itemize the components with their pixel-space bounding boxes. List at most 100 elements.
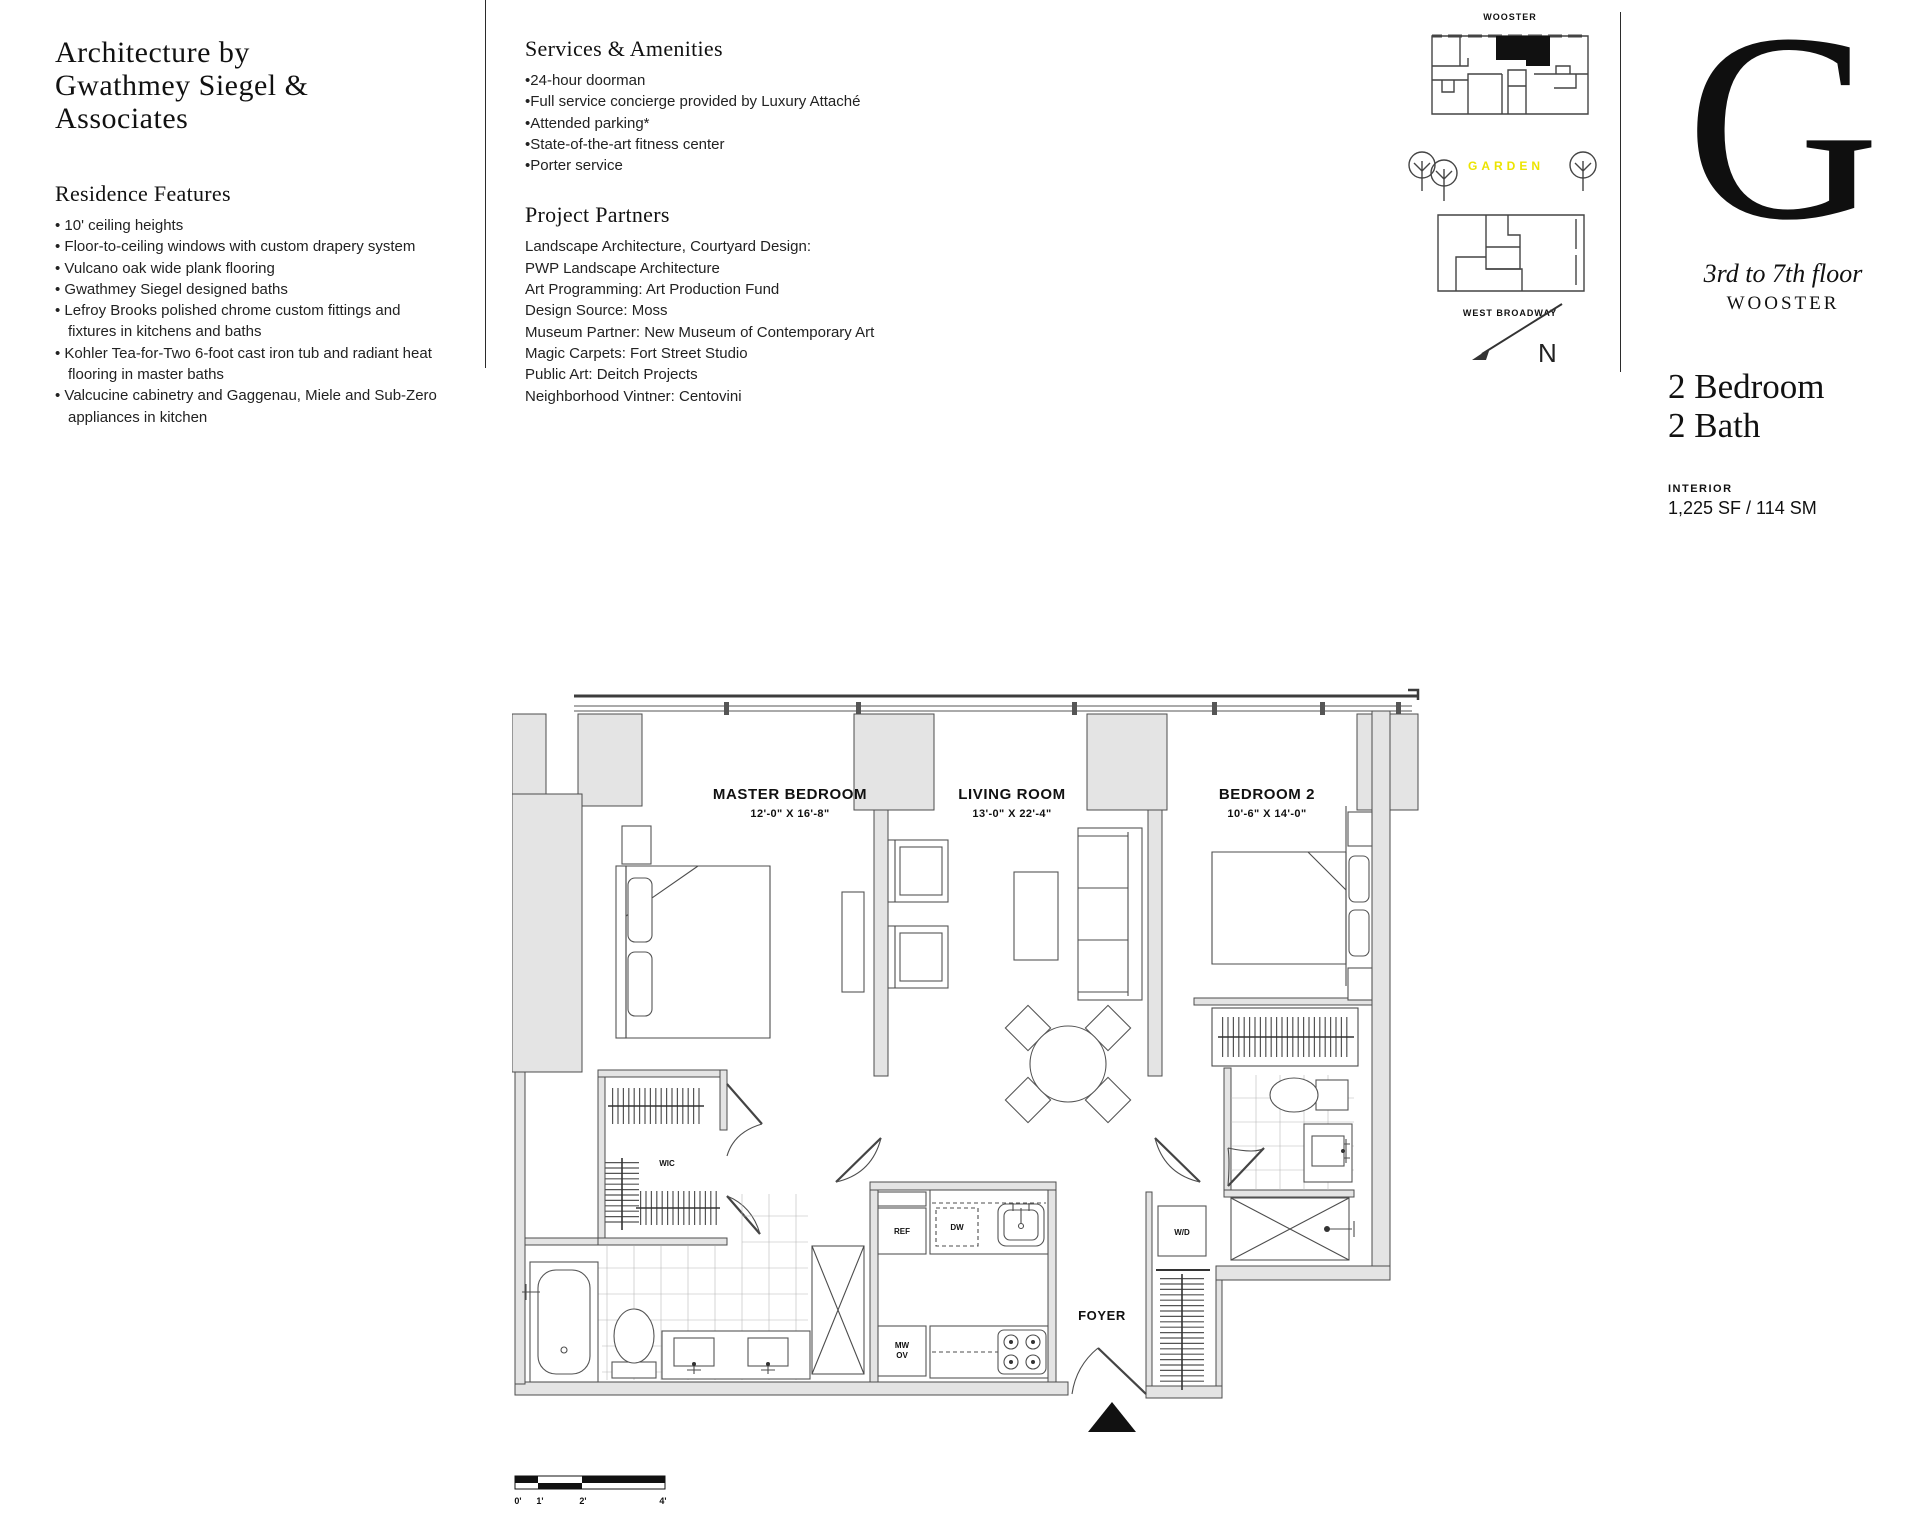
north-arrow-icon: N: [1472, 303, 1563, 368]
window-wall: [574, 688, 1420, 715]
stove-icon: [997, 1329, 1047, 1375]
wic-label: WIC: [659, 1159, 675, 1168]
interior-label: INTERIOR: [1668, 483, 1733, 496]
scale-4: 4': [659, 1496, 666, 1506]
foyer: FOYER: [1071, 1308, 1147, 1432]
svg-text:OV: OV: [896, 1351, 908, 1360]
walk-in-closet: WIC: [605, 1083, 763, 1235]
foyer-label: FOYER: [1078, 1308, 1126, 1323]
partner-item: Design Source: Moss: [525, 302, 668, 320]
ref-label: REF: [894, 1227, 910, 1236]
partner-item: Landscape Architecture, Courtyard Design…: [525, 238, 811, 256]
armchair-icon: [887, 925, 949, 989]
architecture-column: Architecture by Gwathmey Siegel & Associ…: [55, 36, 445, 428]
wic-door: [726, 1083, 763, 1235]
bed-icon: [615, 825, 771, 1039]
unit-letter: G: [1686, 0, 1880, 275]
partner-item: Magic Carpets: Fort Street Studio: [525, 344, 748, 362]
utility-closets: W/D: [1156, 1205, 1210, 1390]
double-vanity-icon: [661, 1330, 811, 1380]
architecture-title-line2: Gwathmey Siegel & Associates: [55, 69, 309, 135]
ref-icon: REF: [877, 1191, 927, 1255]
bed2-icon: [1211, 806, 1373, 1001]
armchair-icon: [887, 839, 949, 903]
kitchen: REF DW MW OV: [877, 1189, 1049, 1379]
mw-label: MW: [895, 1341, 910, 1350]
unit-g-footprint: [1496, 36, 1550, 66]
column-divider-right: [1620, 12, 1621, 372]
tree-icon: [1430, 159, 1458, 201]
master-bedroom: MASTER BEDROOM 12'-0" X 16'-8": [615, 786, 867, 1039]
living-room-label: LIVING ROOM: [958, 786, 1065, 803]
tree-icon: [1408, 151, 1436, 191]
sink-icon: [997, 1203, 1045, 1247]
ov-label: OV: [896, 1351, 908, 1360]
unit-street: WOOSTER: [1726, 293, 1840, 315]
service-item: 24-hour doorman: [525, 70, 905, 91]
scale-bar: 0' 1' 2' 4': [514, 1475, 667, 1506]
street-label-west-broadway: WEST BROADWAY: [1462, 308, 1558, 318]
feature-item: Gwathmey Siegel designed baths: [55, 279, 445, 300]
scale-0: 0': [514, 1496, 521, 1506]
dishwasher-icon: DW: [935, 1207, 979, 1247]
site-map: WOOSTER GARDEN: [1398, 12, 1622, 318]
partner-item: Neighborhood Vintner: Centovini: [525, 387, 742, 405]
partner-item: PWP Landscape Architecture: [525, 259, 720, 277]
mw-ov-icon: MW OV: [877, 1325, 927, 1377]
unit-panel: G 3rd to 7th floor WOOSTER 2 Bedroom 2 B…: [1668, 0, 1898, 519]
street-label-wooster: WOOSTER: [1483, 12, 1537, 22]
washer-dryer-icon: [1157, 1205, 1207, 1257]
services-heading: Services & Amenities: [525, 36, 723, 61]
entry-triangle-icon: [1088, 1402, 1136, 1432]
scale-1: 1': [536, 1496, 543, 1506]
master-bedroom-dims: 12'-0" X 16'-8": [750, 808, 829, 820]
wd-label: W/D: [1174, 1228, 1190, 1237]
dining-table-icon: [1004, 1004, 1132, 1124]
unit-bedrooms: 2 Bedroom: [1668, 367, 1825, 407]
svg-text:MW: MW: [895, 1341, 910, 1350]
services-list: 24-hour doorman Full service concierge p…: [525, 70, 905, 176]
console-icon: [841, 891, 865, 993]
vanity2-icon: [1303, 1123, 1353, 1183]
shower-icon: [1230, 1197, 1355, 1261]
interior-area: 1,225 SF / 114 SM: [1668, 498, 1817, 519]
partners-heading: Project Partners: [525, 202, 670, 228]
toilet2-icon: [1269, 1077, 1349, 1113]
living-room-dims: 13'-0" X 22'-4": [972, 808, 1051, 820]
service-item: Full service concierge provided by Luxur…: [525, 91, 905, 112]
partners-list: Landscape Architecture, Courtyard Design…: [525, 236, 905, 406]
partner-item: Museum Partner: New Museum of Contempora…: [525, 323, 875, 341]
entry-door: [1071, 1347, 1147, 1395]
bedroom-2: BEDROOM 2 10'-6" X 14'-0": [1211, 786, 1373, 1067]
living-room: LIVING ROOM 13'-0" X 22'-4": [835, 786, 1201, 1183]
architecture-title: Architecture by Gwathmey Siegel & Associ…: [55, 36, 445, 135]
feature-item: Kohler Tea-for-Two 6-foot cast iron tub …: [55, 343, 445, 386]
partner-item: Public Art: Deitch Projects: [525, 366, 698, 384]
tree-icon: [1569, 151, 1597, 191]
service-item: Attended parking*: [525, 113, 905, 134]
architecture-title-line1: Architecture by: [55, 36, 250, 69]
service-item: State-of-the-art fitness center: [525, 134, 905, 155]
site-map-building-top: [1431, 34, 1589, 115]
residence-features-heading: Residence Features: [55, 181, 231, 206]
residence-features-list: 10' ceiling heights Floor-to-ceiling win…: [55, 215, 445, 428]
master-bedroom-label: MASTER BEDROOM: [713, 786, 867, 803]
feature-item: Valcucine cabinetry and Gaggenau, Miele …: [55, 385, 445, 428]
north-label: N: [1538, 338, 1557, 368]
service-item: Porter service: [525, 155, 905, 176]
partner-item: Art Programming: Art Production Fund: [525, 281, 780, 299]
scale-2: 2': [579, 1496, 586, 1506]
garden-label: GARDEN: [1468, 159, 1545, 173]
column-divider-left: [485, 0, 486, 368]
bath-2: [1227, 1075, 1355, 1261]
services-column: Services & Amenities 24-hour doorman Ful…: [525, 36, 905, 407]
bathtub-icon: [522, 1261, 599, 1383]
bath2-door: [1227, 1147, 1265, 1187]
feature-item: Vulcano oak wide plank flooring: [55, 258, 445, 279]
shaft-icon: [811, 1245, 865, 1375]
unit-bedbath: 2 Bedroom 2 Bath: [1668, 367, 1898, 445]
coffee-table-icon: [1013, 871, 1059, 961]
unit-floors: 3rd to 7th floor: [1703, 259, 1863, 289]
site-map-building-bottom: [1437, 214, 1585, 292]
toilet-icon: [611, 1308, 657, 1379]
